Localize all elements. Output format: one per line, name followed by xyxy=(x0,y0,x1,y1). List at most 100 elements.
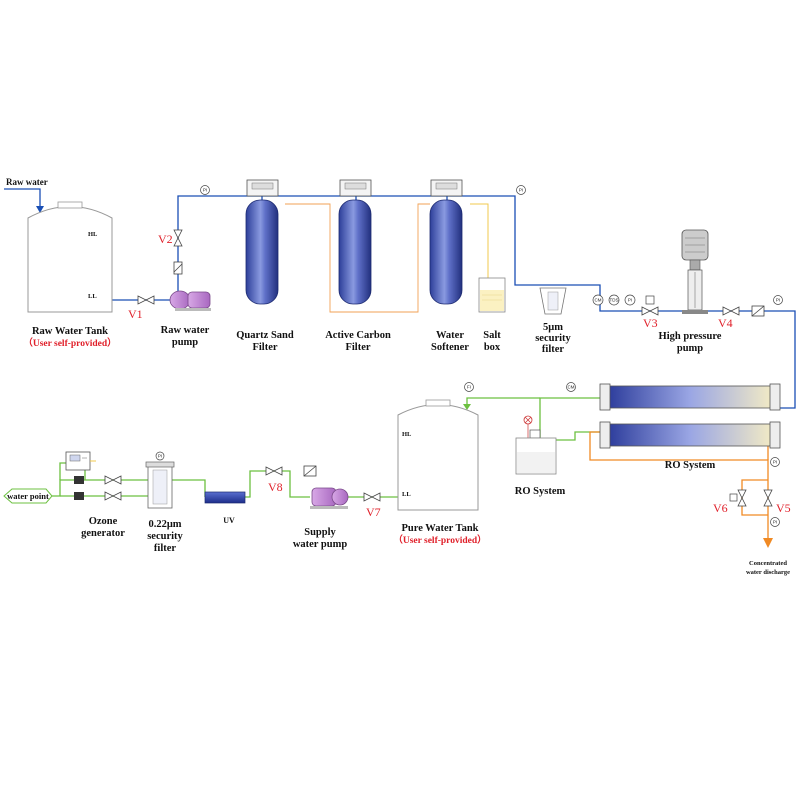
security022-label-3: filter xyxy=(154,543,176,554)
uv-to-filter-pipe xyxy=(172,479,206,497)
svg-text:PI: PI xyxy=(773,520,777,525)
security022-label-2: security xyxy=(147,531,183,542)
pure-water-tank: HL LL xyxy=(397,399,479,511)
gauge-pi-4: PI xyxy=(773,295,783,305)
softener-label-2: Softener xyxy=(431,342,469,353)
svg-text:CM: CM xyxy=(595,298,602,303)
quartz-label-1: Quartz Sand xyxy=(236,330,294,341)
raw-water-tank: HL LL xyxy=(27,201,113,313)
quartz-label-2: Filter xyxy=(252,342,277,353)
carbon-label-1: Active Carbon xyxy=(325,330,391,341)
high-pressure-pump[interactable] xyxy=(681,229,709,314)
gauge-pi-5: PI xyxy=(770,457,780,467)
valve-v5[interactable] xyxy=(763,489,773,507)
active-carbon-filter xyxy=(338,179,372,305)
svg-text:TDS: TDS xyxy=(610,298,619,303)
carbon-label-2: Filter xyxy=(345,342,370,353)
ozone-valve-top[interactable] xyxy=(104,475,122,485)
svg-text:FI: FI xyxy=(467,385,471,390)
raw-pump-riser-pipe xyxy=(177,195,796,409)
water-point-marker xyxy=(3,488,53,504)
valve-v7[interactable] xyxy=(363,492,381,502)
svg-text:PI: PI xyxy=(158,454,162,459)
valve-v1[interactable] xyxy=(137,295,155,305)
raw-tank-high-level: HL xyxy=(88,231,98,238)
raw-pump-label-1: Raw water xyxy=(161,325,210,336)
ro-membrane-top xyxy=(599,383,781,411)
svg-text:CM: CM xyxy=(568,385,575,390)
valve-v3-label: V3 xyxy=(643,316,658,330)
valve-v5-label: V5 xyxy=(776,501,791,515)
supply-pump-label-1: Supply xyxy=(304,527,336,538)
softener-label-1: Water xyxy=(436,330,464,341)
valve-v4-label: V4 xyxy=(718,316,733,330)
pure-tank-low-level: LL xyxy=(402,491,411,498)
ozone-valve-bottom[interactable] xyxy=(104,491,122,501)
valve-v3[interactable] xyxy=(641,295,659,316)
ozone-generator xyxy=(65,451,96,471)
concentrate-label-2: water discharge xyxy=(746,569,790,576)
valve-v4[interactable] xyxy=(722,306,740,316)
uv-sterilizer xyxy=(204,491,246,504)
security-filter-022um: PI xyxy=(145,451,175,509)
valve-v2[interactable] xyxy=(173,229,183,247)
check-valve-2-icon xyxy=(751,305,765,317)
salt-label-2: box xyxy=(484,342,501,353)
hp-pump-label-1: High pressure xyxy=(659,331,722,342)
raw-water-pump[interactable] xyxy=(169,290,211,311)
permeate-to-pure-tank-pipe xyxy=(466,397,540,405)
uv-label: UV xyxy=(223,516,235,525)
valve-v6[interactable] xyxy=(729,489,747,507)
water-softener xyxy=(429,179,463,305)
check-valve-3-icon xyxy=(303,465,317,477)
valve-v8[interactable] xyxy=(265,466,283,476)
svg-text:PI: PI xyxy=(628,298,632,303)
gauge-tds: TDS xyxy=(608,294,620,306)
raw-tank-subtitle: （User self-provided） xyxy=(23,337,116,349)
svg-text:PI: PI xyxy=(773,460,777,465)
raw-pump-label-2: pump xyxy=(172,337,198,348)
gauge-cm-1: CM xyxy=(592,294,604,306)
inlet-arrow-icon xyxy=(36,206,44,213)
raw-tank-low-level: LL xyxy=(88,293,97,300)
security5-label-1: 5μm xyxy=(543,322,563,333)
security5-label-3: filter xyxy=(542,344,564,355)
ozone-injector-icon xyxy=(74,476,84,500)
gauge-cm-2: CM xyxy=(566,382,576,392)
raw-tank-title: Raw Water Tank xyxy=(32,326,108,337)
gauge-pi-2: PI xyxy=(516,185,526,195)
valve-v6-label: V6 xyxy=(713,501,728,515)
svg-text:PI: PI xyxy=(203,188,207,193)
valve-v2-label: V2 xyxy=(158,232,173,246)
water-point-label: water point xyxy=(7,491,49,501)
gauge-pi-1: PI xyxy=(200,185,210,195)
ozone-label-1: Ozone xyxy=(89,516,118,527)
security-filter-5um xyxy=(539,287,567,315)
permeate-pipe xyxy=(539,397,606,441)
quartz-sand-filter xyxy=(245,179,279,305)
security5-label-2: security xyxy=(535,333,571,344)
concentrate-bypass-pipe xyxy=(741,479,768,516)
discharge-arrow-icon xyxy=(763,538,773,548)
ro-membrane-bottom xyxy=(599,421,781,449)
filter-to-point-pipe xyxy=(48,479,148,497)
raw-water-label: Raw water xyxy=(6,177,48,187)
pure-tank-high-level: HL xyxy=(402,431,412,438)
pure-tank-inlet-arrow-icon xyxy=(463,404,471,410)
ro-system-label-right: RO System xyxy=(665,460,716,471)
ozone-label-2: generator xyxy=(81,528,125,539)
supply-water-pump[interactable] xyxy=(310,487,349,509)
pure-tank-title: Pure Water Tank xyxy=(401,523,478,534)
gauge-pi-3: PI xyxy=(624,294,636,306)
svg-text:PI: PI xyxy=(776,298,780,303)
check-valve-icon xyxy=(173,261,183,275)
supply-pump-label-2: water pump xyxy=(293,539,348,550)
brine-line xyxy=(470,203,489,280)
raw-water-inlet-pipe xyxy=(4,188,41,208)
hp-pump-label-2: pump xyxy=(677,343,703,354)
ro-dosing-unit xyxy=(515,415,557,475)
salt-label-1: Salt xyxy=(483,330,501,341)
gauge-pi-6: PI xyxy=(770,517,780,527)
concentrate-pipe xyxy=(589,431,769,540)
security022-label-1: 0.22μm xyxy=(148,519,181,530)
